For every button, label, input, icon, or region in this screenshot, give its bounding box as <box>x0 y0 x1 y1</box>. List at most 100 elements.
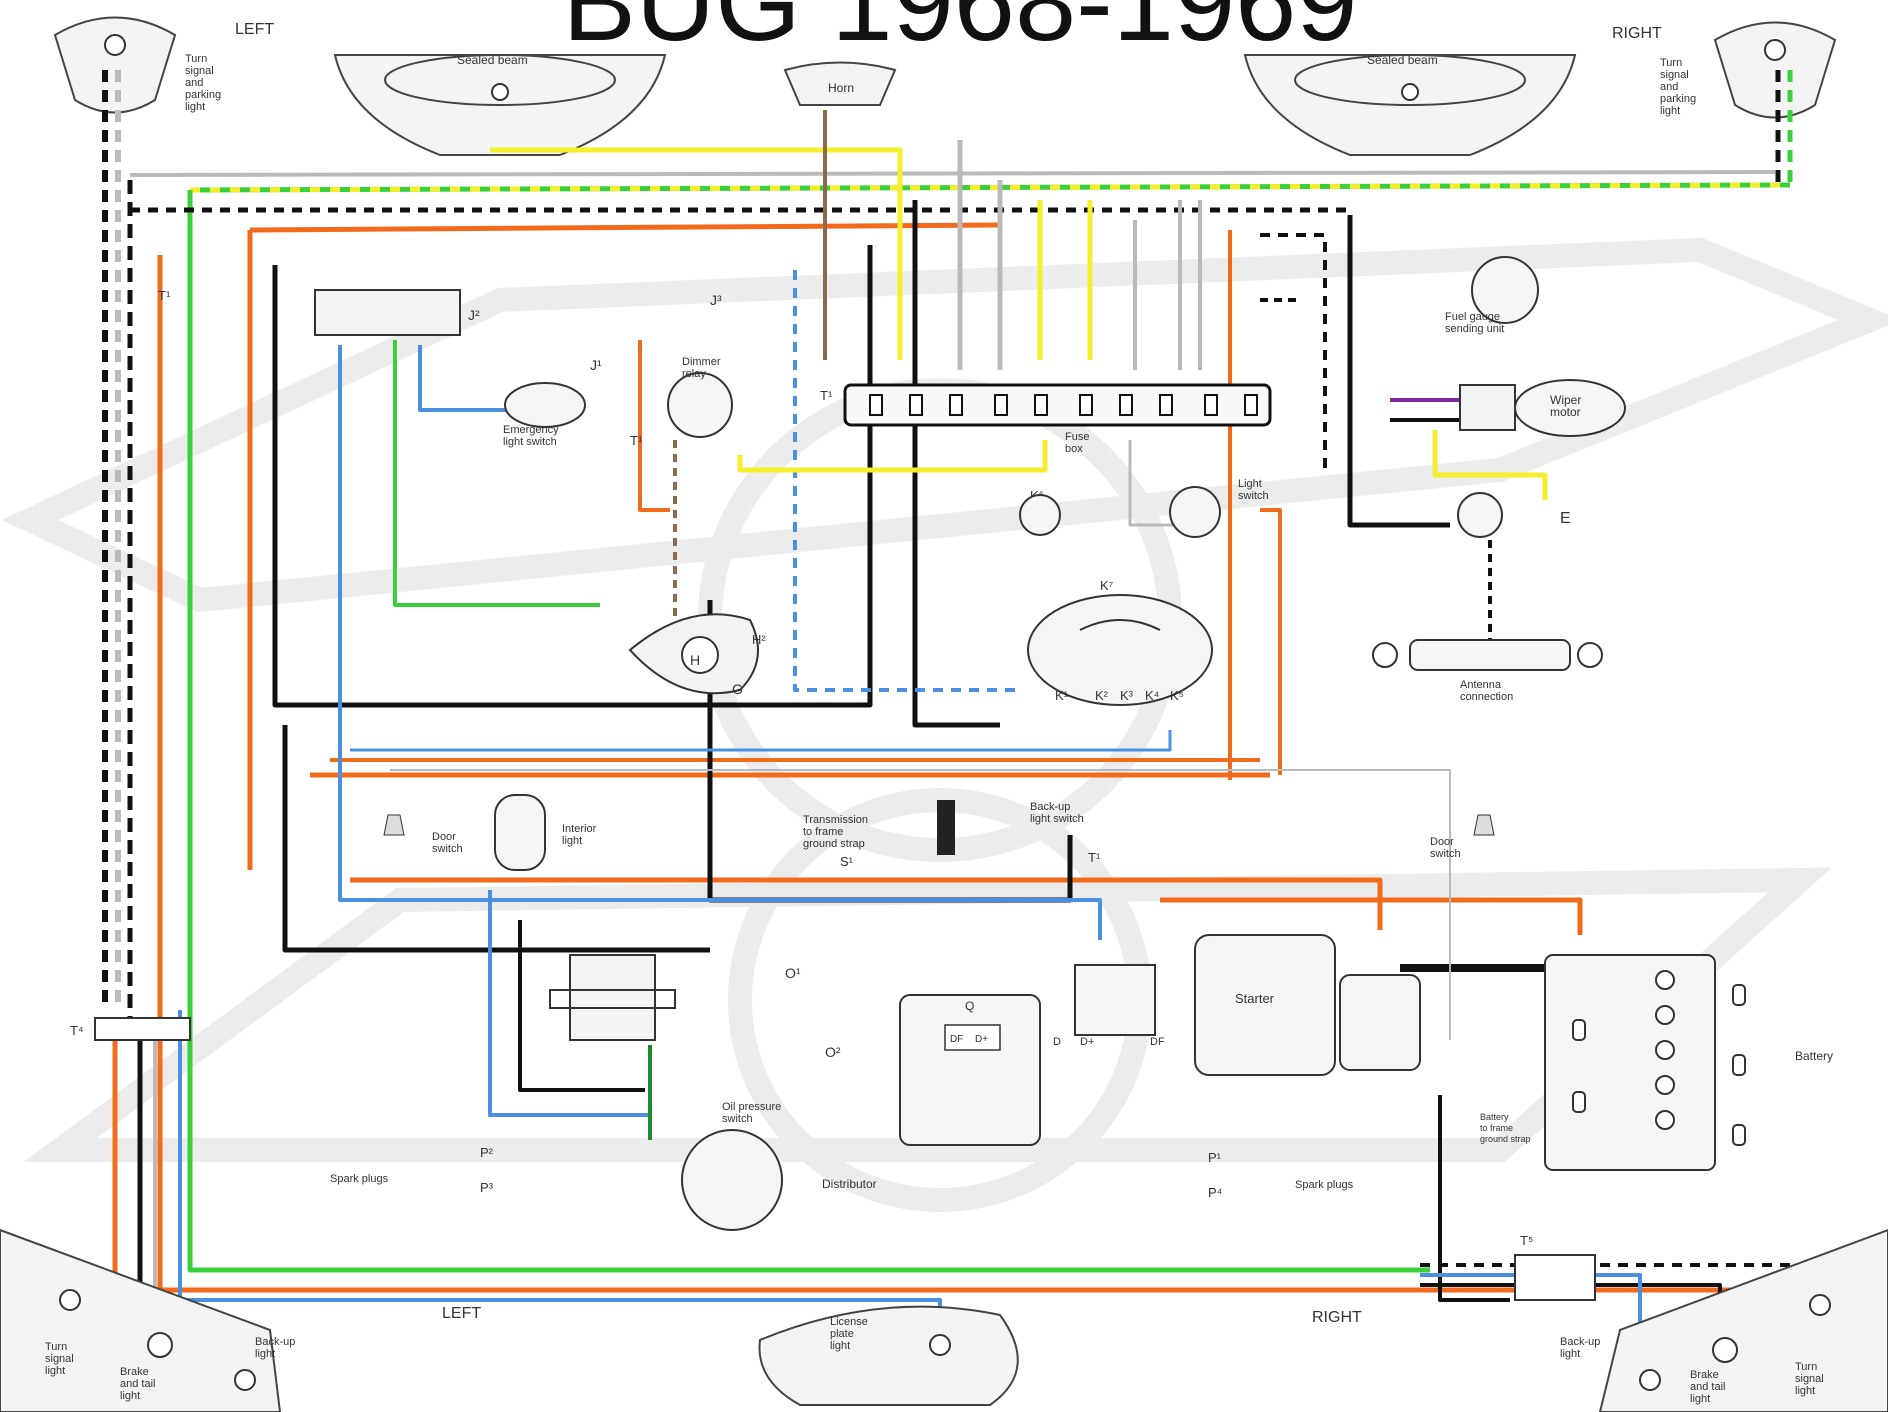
svg-text:Turn: Turn <box>1795 1361 1817 1373</box>
light-switch-label: Light switch <box>1238 478 1269 502</box>
turn-signal-left-housing <box>53 16 177 114</box>
svg-text:License: License <box>830 1316 868 1328</box>
turn-signal-left-label: Turn signal and parking light <box>185 53 221 113</box>
svg-text:light: light <box>1660 105 1680 117</box>
svg-text:sending unit: sending unit <box>1445 323 1504 335</box>
svg-text:light: light <box>1560 1348 1580 1360</box>
distributor <box>681 1129 783 1231</box>
fuel-gauge-label: Fuel gauge sending unit <box>1445 311 1504 335</box>
hazard-relay <box>1019 494 1061 536</box>
svg-text:Interior: Interior <box>562 823 597 835</box>
door-switch-left-label: Door switch <box>432 831 463 855</box>
emergency-light-switch <box>504 382 586 428</box>
starter <box>1194 934 1421 1076</box>
df-gen-code: DF <box>950 1034 963 1045</box>
left-top-label: LEFT <box>235 21 274 38</box>
turn-signal-right-label: Turn signal and parking light <box>1660 57 1696 117</box>
svg-text:light: light <box>45 1365 65 1377</box>
h-code: H <box>690 652 700 668</box>
license-light-label: License plate light <box>830 1316 868 1352</box>
svg-text:and: and <box>185 77 203 89</box>
battery-label: Battery <box>1795 1049 1833 1063</box>
spark-plugs-left-label: Spark plugs <box>330 1173 389 1185</box>
svg-text:light: light <box>1690 1393 1710 1405</box>
wiper-motor-label: Wiper motor <box>1550 393 1581 419</box>
svg-text:relay: relay <box>682 368 706 380</box>
brake-tail-left-label: Brake and tail light <box>120 1366 155 1402</box>
right-top-label: RIGHT <box>1612 25 1662 42</box>
turn-signal-right-housing <box>1713 21 1837 119</box>
svg-text:switch: switch <box>1430 848 1461 860</box>
dplus-code: D+ <box>1080 1036 1094 1048</box>
interior-light-label: Interior light <box>562 823 597 847</box>
svg-text:T¹: T¹ <box>1088 850 1101 865</box>
sealed-beam-right-label: Sealed beam <box>1367 53 1438 67</box>
svg-text:motor: motor <box>1550 405 1581 419</box>
svg-text:P¹: P¹ <box>1208 1150 1222 1165</box>
svg-text:Turn: Turn <box>185 53 207 65</box>
horn-label: Horn <box>828 81 854 95</box>
svg-text:signal: signal <box>1795 1373 1824 1385</box>
svg-text:T¹: T¹ <box>630 433 643 448</box>
antenna-connection <box>1372 639 1603 671</box>
df-code: DF <box>1150 1036 1165 1048</box>
e-code: E <box>1560 510 1571 527</box>
oil-pressure-label: Oil pressure switch <box>722 1101 781 1125</box>
wiper-switch <box>1457 492 1503 538</box>
backup-switch-label: Back-up light switch <box>1030 801 1084 825</box>
horn-housing <box>783 61 897 106</box>
svg-text:T⁵: T⁵ <box>1520 1233 1533 1248</box>
svg-text:Back-up: Back-up <box>255 1336 295 1348</box>
svg-text:light: light <box>185 101 205 113</box>
connector-codes: T¹ T¹ T¹ T⁴ T¹ T⁵ <box>70 288 1533 1248</box>
svg-text:Battery: Battery <box>1480 1112 1509 1122</box>
p-codes: P² P³ P¹ P⁴ <box>480 1145 1222 1200</box>
svg-text:switch: switch <box>1238 490 1269 502</box>
light-switch <box>1169 486 1221 538</box>
g-code: G <box>732 681 743 697</box>
backup-light-left-label: Back-up light <box>255 1336 295 1360</box>
j1-code: J¹ <box>590 357 602 373</box>
steering-column-switch <box>628 613 759 695</box>
svg-text:light switch: light switch <box>1030 813 1084 825</box>
svg-text:light: light <box>830 1340 850 1352</box>
svg-text:Light: Light <box>1238 478 1262 490</box>
brake-tail-right-label: Brake and tail light <box>1690 1369 1725 1405</box>
svg-text:Wiper: Wiper <box>1550 393 1581 407</box>
j2-code: J² <box>468 307 480 323</box>
svg-text:signal: signal <box>1660 69 1689 81</box>
svg-text:to frame: to frame <box>1480 1123 1513 1133</box>
svg-text:T¹: T¹ <box>158 288 171 303</box>
svg-text:light: light <box>120 1390 140 1402</box>
svg-text:T⁴: T⁴ <box>70 1023 84 1038</box>
svg-text:K⁵: K⁵ <box>1170 688 1184 703</box>
sealed-beam-left-label: Sealed beam <box>457 53 528 67</box>
battery-strap-label: Battery to frame ground strap <box>1480 1112 1531 1144</box>
svg-text:Emergency: Emergency <box>503 424 559 436</box>
svg-text:signal: signal <box>185 65 214 77</box>
spark-plugs-right-label: Spark plugs <box>1295 1179 1354 1191</box>
svg-text:Turn: Turn <box>45 1341 67 1353</box>
svg-text:Dimmer: Dimmer <box>682 356 721 368</box>
svg-text:Oil pressure: Oil pressure <box>722 1101 781 1113</box>
svg-text:P²: P² <box>480 1145 494 1160</box>
door-switch-right <box>1473 814 1495 836</box>
backup-light-right-label: Back-up light <box>1560 1336 1600 1360</box>
license-plate-housing <box>758 1305 1019 1406</box>
svg-text:light: light <box>1795 1385 1815 1397</box>
left-bottom-label: LEFT <box>442 1305 481 1322</box>
q-code: Q <box>965 999 974 1013</box>
svg-text:Back-up: Back-up <box>1030 801 1070 813</box>
svg-text:light: light <box>562 835 582 847</box>
svg-text:Fuse: Fuse <box>1065 431 1089 443</box>
interior-light <box>494 794 546 871</box>
svg-text:Brake: Brake <box>1690 1369 1719 1381</box>
j3-code: J³ <box>710 292 722 308</box>
svg-text:light switch: light switch <box>503 436 557 448</box>
relay-block <box>314 289 461 336</box>
wiper-motor <box>1459 379 1626 437</box>
svg-text:K⁴: K⁴ <box>1145 688 1159 703</box>
svg-text:box: box <box>1065 443 1083 455</box>
svg-text:K¹: K¹ <box>1055 688 1069 703</box>
svg-text:and tail: and tail <box>120 1378 155 1390</box>
